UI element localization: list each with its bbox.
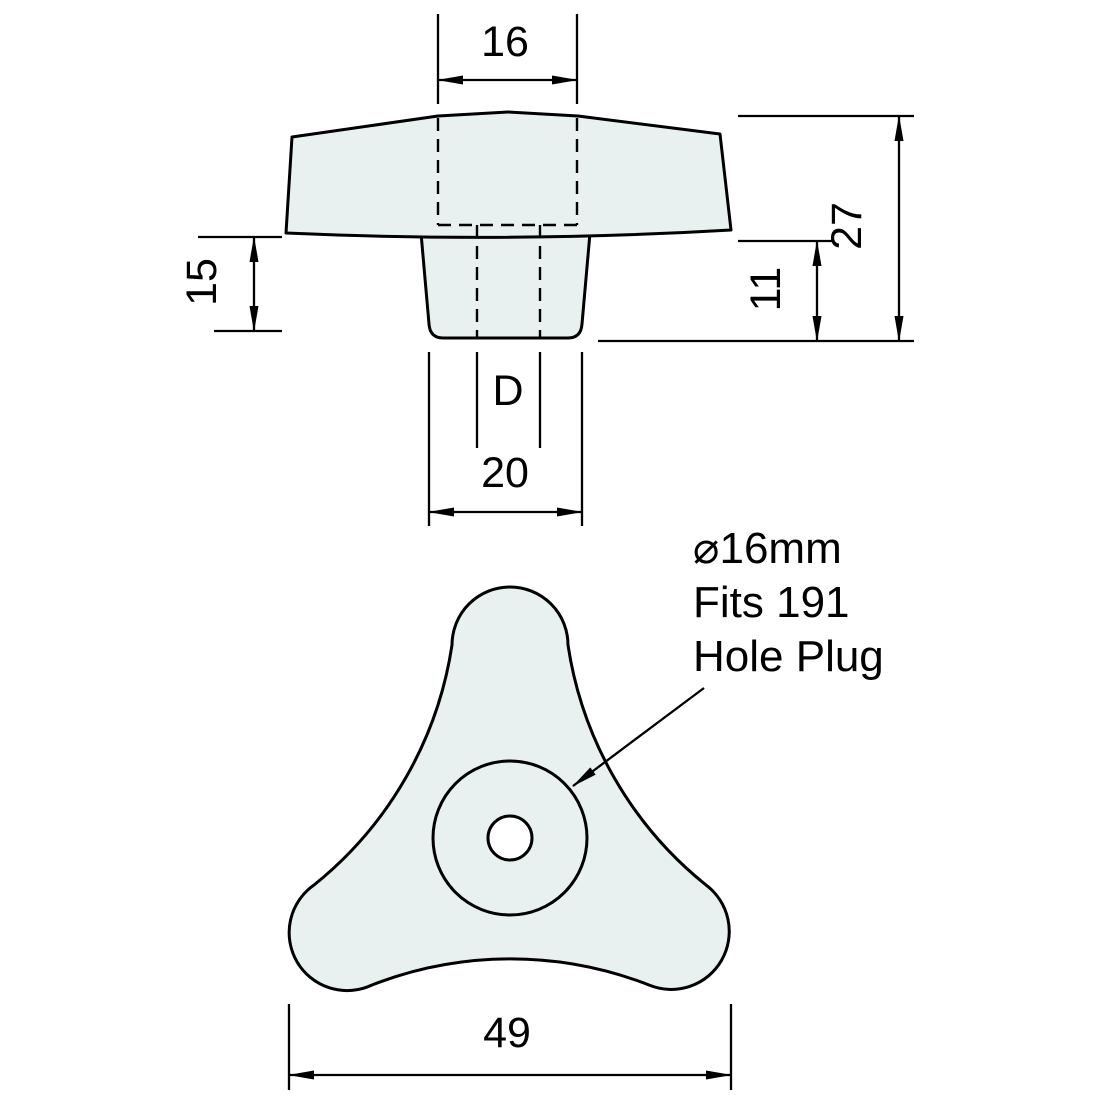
callout-leader-line bbox=[572, 687, 705, 787]
dimension-boss-height: 11 bbox=[738, 239, 834, 342]
center-boss-circle bbox=[431, 759, 589, 917]
dimension-value-49: 49 bbox=[483, 1009, 531, 1057]
dimension-hole-diameter: D bbox=[475, 352, 542, 448]
knob-wing-shape bbox=[284, 110, 733, 239]
callout-line-1: ⌀16mm bbox=[693, 524, 842, 573]
dimension-value-d: D bbox=[492, 367, 523, 415]
dimension-value-11: 11 bbox=[742, 267, 790, 312]
knob-boss-shape bbox=[419, 231, 592, 340]
knob-trilobe-shape bbox=[287, 585, 731, 993]
dimension-top-width: 16 bbox=[436, 14, 579, 104]
dimension-boss-width: 20 bbox=[427, 352, 584, 526]
dimension-hole-depth: 15 bbox=[178, 235, 282, 333]
side-view bbox=[284, 110, 733, 340]
dimension-value-27: 27 bbox=[823, 202, 871, 250]
center-hole bbox=[486, 814, 534, 862]
dimension-value-15: 15 bbox=[178, 258, 226, 306]
callout-line-2: Fits 191 bbox=[693, 578, 850, 627]
dimension-value-20: 20 bbox=[481, 449, 529, 497]
hole-plug-callout: ⌀16mm Fits 191 Hole Plug bbox=[572, 524, 884, 787]
front-view bbox=[287, 585, 731, 993]
callout-line-3: Hole Plug bbox=[693, 632, 884, 681]
dimension-overall-width: 49 bbox=[287, 1004, 733, 1090]
dimension-value-16: 16 bbox=[481, 18, 529, 66]
